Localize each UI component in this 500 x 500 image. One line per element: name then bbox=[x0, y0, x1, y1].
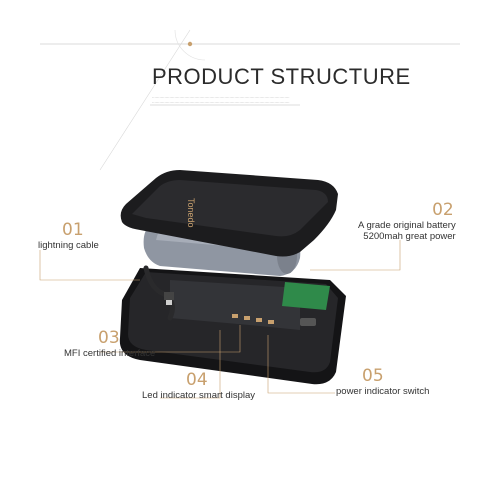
callout-01-number: 01 bbox=[62, 220, 84, 240]
callout-02-label-line2: 5200mah great power bbox=[363, 231, 456, 242]
callout-05-label: power indicator switch bbox=[336, 386, 430, 397]
accent-dot-icon bbox=[187, 41, 193, 47]
top-cover: Tonedo bbox=[120, 170, 339, 257]
callout-04-label: Led indicator smart display bbox=[142, 390, 255, 401]
page-subtitle: ........................................… bbox=[152, 94, 302, 104]
callout-05: 05 power indicator switch bbox=[336, 366, 429, 397]
callout-lines bbox=[39, 240, 401, 399]
page-title: PRODUCT STRUCTURE bbox=[152, 64, 411, 89]
subtitle-line-2: ........................................… bbox=[152, 99, 290, 104]
callout-04: 04 Led indicator smart display bbox=[142, 370, 255, 401]
brand-logo: Tonedo bbox=[186, 198, 196, 228]
callout-03-number: 03 bbox=[98, 328, 120, 348]
callout-01: 01 lightning cable bbox=[38, 220, 99, 251]
bottom-shell bbox=[119, 268, 346, 385]
callout-05-number: 05 bbox=[362, 366, 384, 386]
callout-02: 02 A grade original battery 5200mah grea… bbox=[358, 200, 456, 242]
callout-01-label: lightning cable bbox=[38, 240, 99, 251]
callout-04-number: 04 bbox=[186, 370, 208, 390]
lightning-cable bbox=[143, 265, 175, 321]
callout-02-label-line1: A grade original battery bbox=[358, 220, 456, 231]
top-decoration bbox=[40, 29, 460, 171]
callout-02-number: 02 bbox=[432, 200, 454, 220]
callout-03: 03 MFI certified interface bbox=[64, 328, 155, 359]
subtitle-line-1: ........................................… bbox=[152, 94, 290, 99]
callout-03-label: MFI certified interface bbox=[64, 348, 156, 359]
